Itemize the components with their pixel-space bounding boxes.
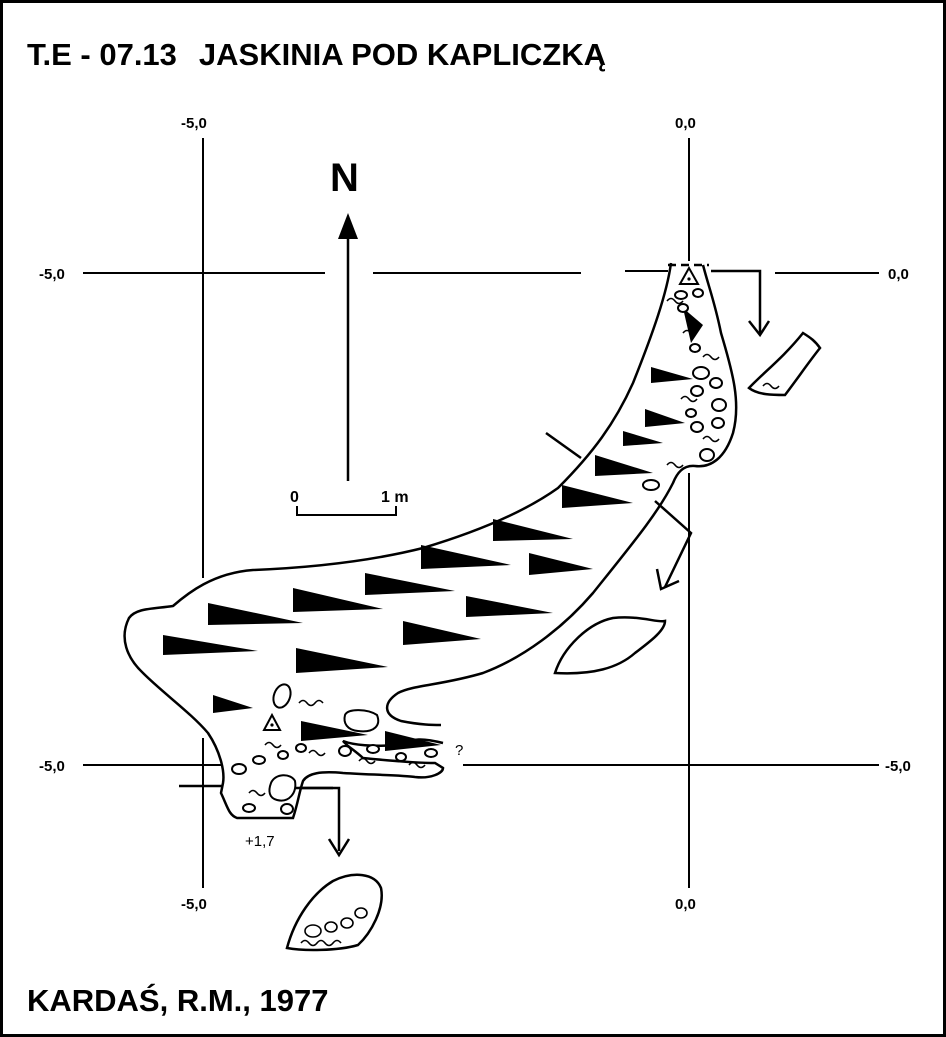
coordinate-grid: [83, 138, 879, 888]
survey-author: KARDAŚ, R.M., 1977: [27, 983, 329, 1018]
grid-label-bottom-right: 0,0: [675, 896, 696, 913]
grid-label-bottom-left: -5,0: [181, 896, 207, 913]
north-arrow-icon: [338, 213, 358, 481]
grid-label-right-upper: 0,0: [888, 266, 909, 283]
cave-passage-outline-east: [385, 264, 738, 727]
scale-bar: [296, 506, 397, 516]
scale-start-label: 0: [290, 489, 299, 506]
side-stub-line: [545, 431, 582, 460]
lower-chamber-boulders: [300, 907, 368, 947]
map-title: T.E - 07.13 JASKINIA POD KAPLICZKĄ: [27, 37, 606, 73]
cave-passage-outline: [123, 262, 673, 820]
boulders: [231, 288, 727, 815]
unknown-continuation-label: ?: [455, 742, 463, 759]
drop-arrow-icon: [299, 269, 771, 858]
scale-end-label: 1 m: [381, 489, 409, 506]
survey-code: T.E - 07.13: [27, 37, 177, 72]
height-mark-label: +1,7: [245, 833, 275, 850]
grid-label-right-lower: -5,0: [885, 758, 911, 775]
grid-label-top-left: -5,0: [181, 115, 207, 132]
grid-label-left-upper: -5,0: [39, 266, 65, 283]
sediment-marks: [248, 297, 720, 797]
side-chamber-sediment: [762, 382, 780, 390]
slope-wedges: [163, 308, 703, 751]
isolated-rock-pillar: [553, 616, 667, 675]
side-chamber-east: [747, 331, 822, 397]
north-label: N: [330, 156, 359, 200]
survey-station-icon: [262, 265, 700, 731]
map-drawing: -5,0 0,0 -5,0 0,0 -5,0 -5,0 -5,0 0,0 N 0…: [39, 115, 911, 952]
grid-label-top-right: 0,0: [675, 115, 696, 132]
grid-label-left-lower: -5,0: [39, 758, 65, 775]
cave-name: JASKINIA POD KAPLICZKĄ: [198, 37, 606, 72]
